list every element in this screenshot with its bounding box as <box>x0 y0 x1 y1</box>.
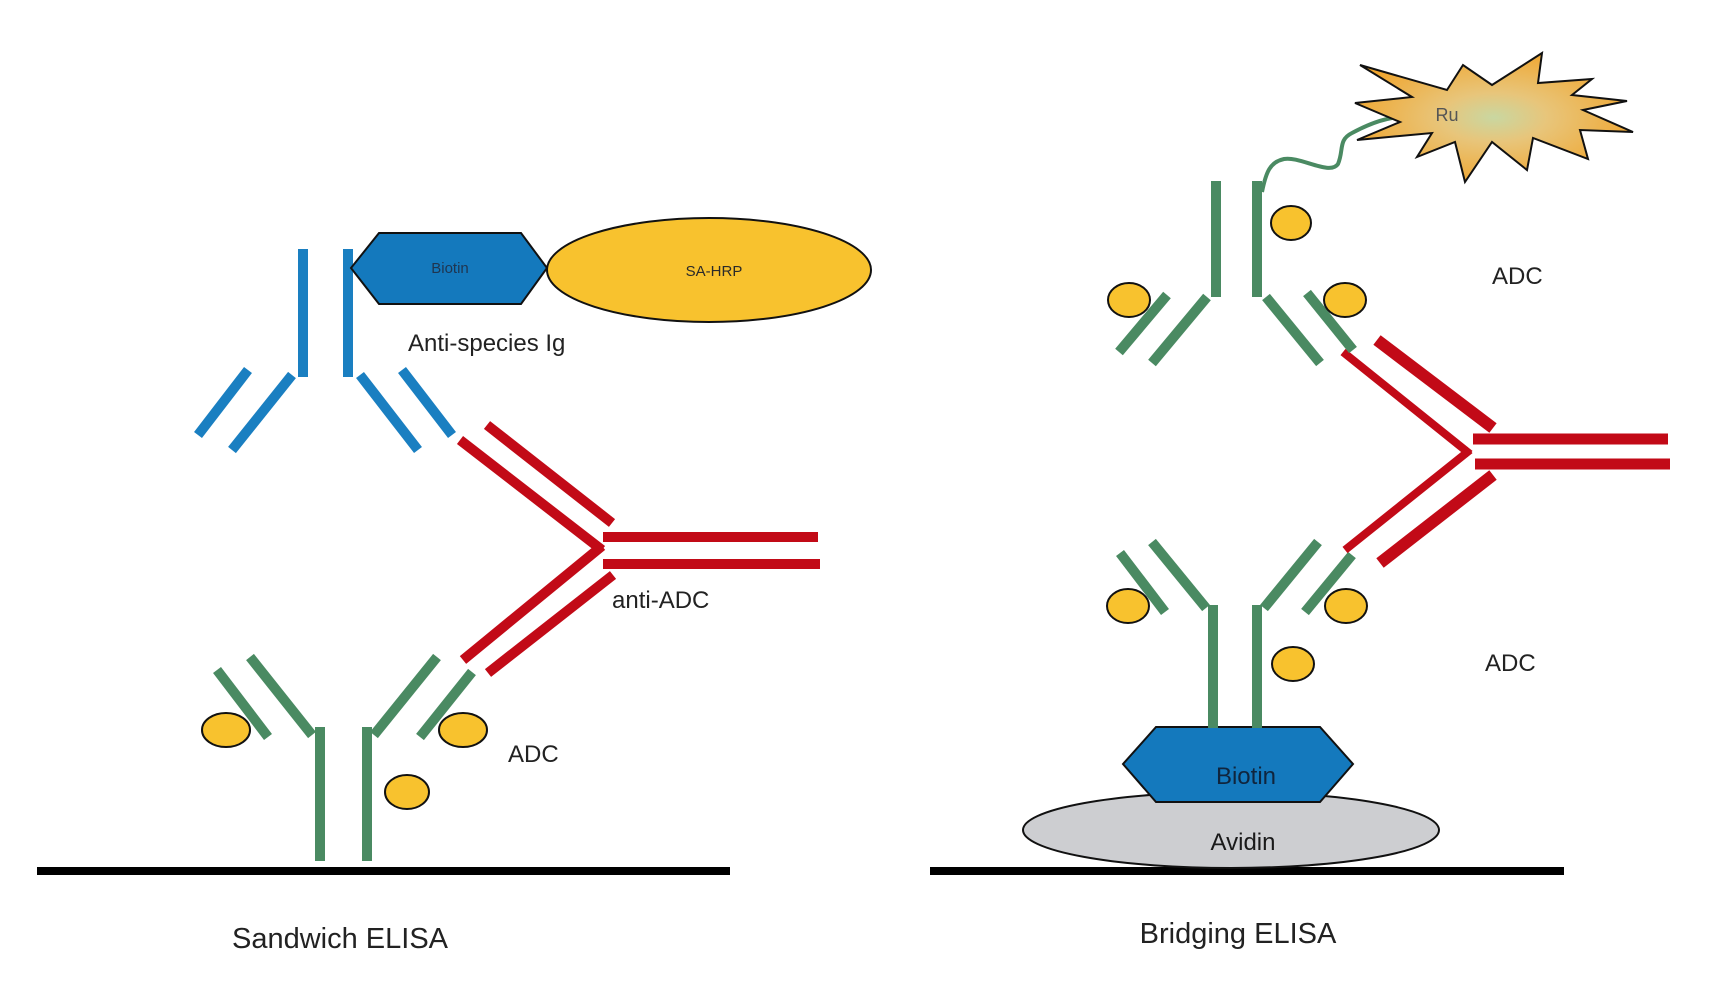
ru-labelled-adc-antibody <box>1115 181 1357 367</box>
biotin-tag-right <box>1121 726 1355 803</box>
inner-upper-arm <box>1340 348 1473 458</box>
ru-linker <box>1260 116 1393 193</box>
bridging-elisa-title: Bridging ELISA <box>1140 918 1337 950</box>
heavy-chain-arm <box>1148 293 1211 367</box>
light-chain-arm <box>1301 551 1356 616</box>
plate-surface-right <box>930 867 1564 875</box>
heavy-chain-arm <box>1260 538 1322 612</box>
drug-payload <box>384 774 430 810</box>
outer-lower-arm <box>484 571 617 677</box>
ru-label: Ru <box>1435 105 1458 125</box>
heavy-chain-arm <box>356 371 422 454</box>
drug-payload <box>201 712 251 748</box>
adc-label-top: ADC <box>1492 263 1543 290</box>
sa-hrp-label: SA-HRP <box>686 263 743 280</box>
heavy-chain-arm <box>1262 293 1324 367</box>
anti-species-ig-label: Anti-species Ig <box>408 330 565 357</box>
anti-species-ig-antibody <box>194 249 456 454</box>
light-chain-arm <box>194 366 252 439</box>
biotinylated-adc-antibody <box>1116 538 1356 728</box>
drug-payloads-left <box>201 712 488 810</box>
bridging-anti-adc-antibody <box>1340 335 1670 568</box>
sandwich-elisa-title: Sandwich ELISA <box>232 923 449 955</box>
adc-label-bottom: ADC <box>1485 650 1536 677</box>
outer-upper-arm <box>1373 335 1497 433</box>
outer-upper-arm <box>483 421 616 527</box>
inner-upper-arm <box>456 436 606 554</box>
avidin-label: Avidin <box>1211 829 1276 856</box>
light-chain-arm <box>213 666 272 741</box>
plate-surface-left <box>37 867 730 875</box>
heavy-chain-arm <box>1148 538 1210 612</box>
biotin-label-left: Biotin <box>431 260 469 277</box>
biotin-label-right: Biotin <box>1216 763 1276 790</box>
ruthenium-label-star <box>1354 50 1634 185</box>
drug-payload <box>438 712 488 748</box>
sa-hrp-enzyme <box>546 217 872 323</box>
adc-label-left: ADC <box>508 741 559 768</box>
heavy-chain-arm <box>246 653 316 739</box>
inner-lower-arm <box>459 542 606 664</box>
drug-payload <box>1324 588 1368 624</box>
drug-payloads-lower-right <box>1106 588 1368 682</box>
heavy-chain-arm <box>228 371 296 454</box>
light-chain-arm <box>1303 289 1357 354</box>
heavy-chain-arm <box>370 653 441 739</box>
drug-payload <box>1270 205 1312 241</box>
light-chain-arm <box>1115 291 1171 356</box>
sandwich-elisa-panel: ADC anti-ADC Anti-species Ig Biotin SA-H… <box>37 217 872 955</box>
drug-payload <box>1323 282 1367 318</box>
light-chain-arm <box>1116 549 1169 616</box>
drug-payload <box>1107 282 1151 318</box>
anti-adc-label: anti-ADC <box>612 587 709 614</box>
light-chain-arm <box>416 668 476 741</box>
outer-lower-arm <box>1376 470 1497 568</box>
capture-adc-antibody <box>213 653 476 861</box>
drug-payload <box>1271 646 1315 682</box>
drug-payloads-upper-right <box>1107 205 1367 318</box>
inner-lower-arm <box>1342 446 1473 554</box>
bridging-elisa-panel: Avidin Biotin ADC <box>930 50 1670 950</box>
drug-payload <box>1106 588 1150 624</box>
anti-adc-antibody <box>456 421 820 677</box>
light-chain-arm <box>398 366 456 439</box>
